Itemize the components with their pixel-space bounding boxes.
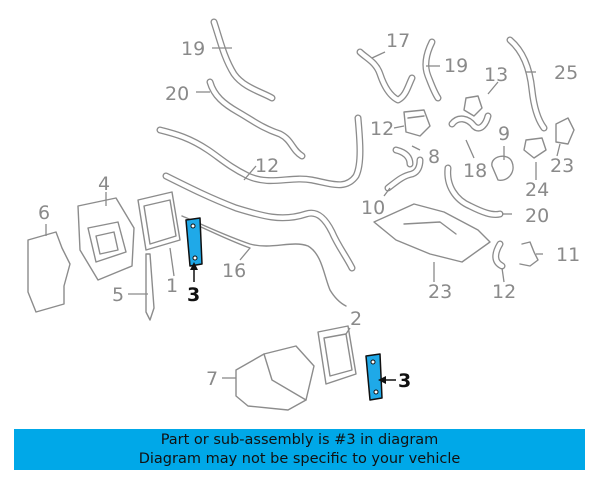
module-housing-4 [77,197,135,281]
callout-10: 10 [361,197,385,219]
hose-14-lower [162,172,356,272]
hose-25 [506,36,548,132]
info-banner: Part or sub-assembly is #3 in diagram Di… [14,429,585,470]
callout-12-lower: 12 [492,281,516,303]
cap-24 [555,117,575,145]
callout-3-lower: 3 [398,370,411,392]
callout-25: 25 [554,62,578,84]
callout-1: 1 [166,275,178,297]
bracket-3-lower [365,353,383,401]
callout-24: 23 [550,155,574,177]
callout-20: 19 [181,38,205,60]
shield-22 [373,203,491,263]
callout-23: 24 [525,179,549,201]
reservoir-23 [523,137,547,159]
callout-18: 19 [444,55,468,77]
callout-19: 20 [525,205,549,227]
hose-12-upper [392,146,414,168]
hose-10 [384,156,424,192]
bracket-5 [145,253,155,321]
callout-5: 5 [112,284,124,306]
callout-9: 9 [498,123,510,145]
callout-22: 23 [428,281,452,303]
hose-20 [210,18,276,102]
leader-lines [45,47,561,384]
callout-8: 8 [428,146,440,168]
banner-line-2: Diagram may not be specific to your vehi… [138,451,461,467]
hose-19 [444,164,504,218]
callout-15: 16 [222,260,246,282]
control-module-1 [137,191,181,251]
hose-12-lower [492,240,506,270]
plate-6 [27,231,71,313]
cover-7 [235,345,315,411]
callout-13: 13 [484,64,508,86]
callout-7: 7 [206,368,218,390]
hose-18 [422,38,442,102]
callout-17: 18 [463,160,487,182]
callout-21: 20 [165,83,189,105]
hose-14 [156,114,364,189]
callout-16: 17 [386,30,410,52]
hose-17 [448,112,492,132]
hose-15 [181,215,347,307]
callout-3-upper: 3 [187,284,200,306]
callout-2: 2 [350,308,362,330]
hose-21 [206,78,306,160]
callout-4: 4 [98,173,110,195]
pump-9 [491,155,514,181]
hose-16 [356,48,416,104]
callout-14: 12 [255,155,279,177]
valve-8 [403,109,431,137]
callout-6: 6 [38,202,50,224]
control-module-2 [317,325,357,385]
callout-11: 11 [556,244,580,266]
banner-line-1: Part or sub-assembly is #3 in diagram [160,432,439,448]
bracket-13 [463,95,483,117]
hose-11 [519,241,539,267]
parts-diagram: 19 20 12 17 19 13 25 12 8 9 23 18 24 10 … [27,18,580,411]
bracket-3-upper [185,217,203,267]
callout-12-upper: 12 [370,118,394,140]
